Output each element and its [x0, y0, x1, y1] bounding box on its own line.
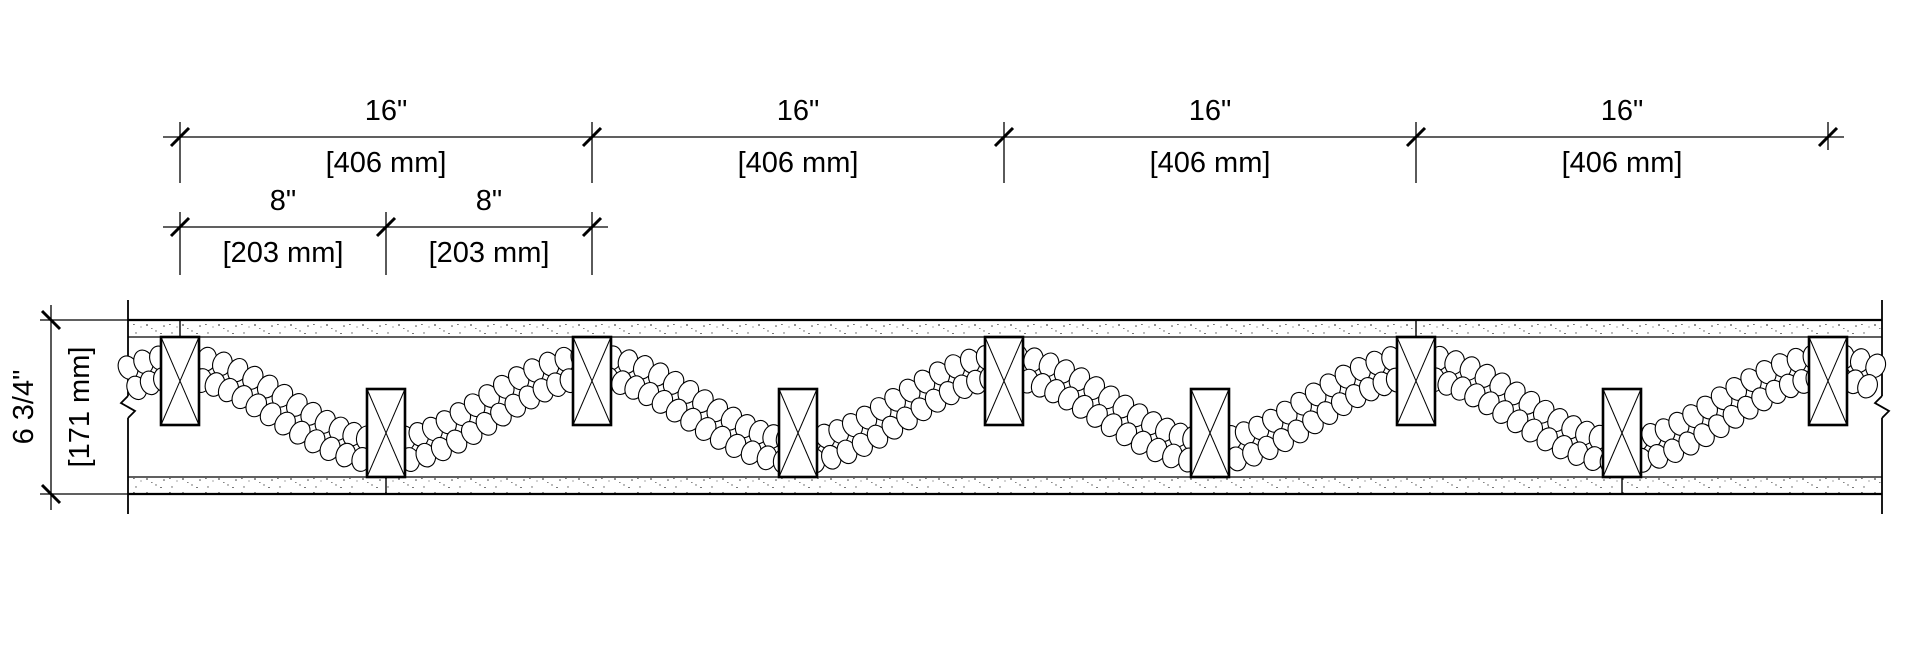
- half-spacing-metric-label: [203 mm]: [223, 237, 344, 269]
- top-gypsum-board: [128, 318, 1882, 338]
- stud: [571, 335, 613, 427]
- spacing-metric-label: [406 mm]: [1150, 147, 1271, 179]
- insulation-loop: [841, 413, 873, 457]
- spacing-imperial-label: 16": [777, 95, 820, 127]
- wall-end-right: [1873, 300, 1891, 514]
- half-spacing-imperial-label: 8": [270, 185, 296, 217]
- stud: [777, 387, 819, 479]
- insulation-loop: [944, 354, 974, 400]
- spacing-imperial-label: 16": [1189, 95, 1232, 127]
- insulation-loop: [478, 384, 512, 427]
- insulation-loop: [507, 366, 541, 410]
- stud: [1601, 387, 1643, 479]
- wall-thickness-imperial-label: 6 3/4": [8, 370, 40, 445]
- insulation-loop: [913, 369, 947, 413]
- insulation-loop: [1130, 411, 1163, 455]
- spacing-imperial-label: 16": [1601, 95, 1644, 127]
- half-spacing-dimension-labels: 8" [203 mm] 8" [203 mm]: [223, 185, 550, 269]
- insulation-loop: [1450, 356, 1481, 401]
- wall-thickness-dimension: [40, 305, 128, 510]
- spacing-metric-label: [406 mm]: [738, 147, 859, 179]
- studs: [159, 335, 1849, 479]
- tick-marks: [40, 309, 62, 505]
- bottom-gypsum-board: [128, 476, 1882, 496]
- insulation-loop: [1857, 353, 1887, 399]
- insulation-loop: [1740, 368, 1773, 412]
- wall-thickness-metric-label: [171 mm]: [64, 347, 96, 468]
- stud: [365, 387, 407, 479]
- stud: [1807, 335, 1849, 427]
- tick-marks: [169, 216, 603, 238]
- spacing-metric-label: [406 mm]: [1562, 147, 1683, 179]
- insulation-loop: [855, 405, 889, 449]
- half-spacing-metric-label: [203 mm]: [429, 237, 550, 269]
- tick-marks: [169, 126, 1839, 148]
- stud: [1395, 335, 1437, 427]
- half-spacing-imperial-label: 8": [476, 185, 502, 217]
- spacing-dimension-string: [163, 122, 1844, 183]
- wall-assembly: [117, 300, 1891, 514]
- spacing-dimension-labels: 16" [406 mm] 16" [406 mm] 16" [406 mm] 1…: [326, 95, 1683, 179]
- half-spacing-dimension-string: [163, 212, 608, 275]
- spacing-imperial-label: 16": [365, 95, 408, 127]
- extension-lines: [179, 212, 593, 275]
- stud: [1189, 387, 1231, 479]
- stud: [159, 335, 201, 427]
- spacing-metric-label: [406 mm]: [326, 147, 447, 179]
- stud: [983, 335, 1025, 427]
